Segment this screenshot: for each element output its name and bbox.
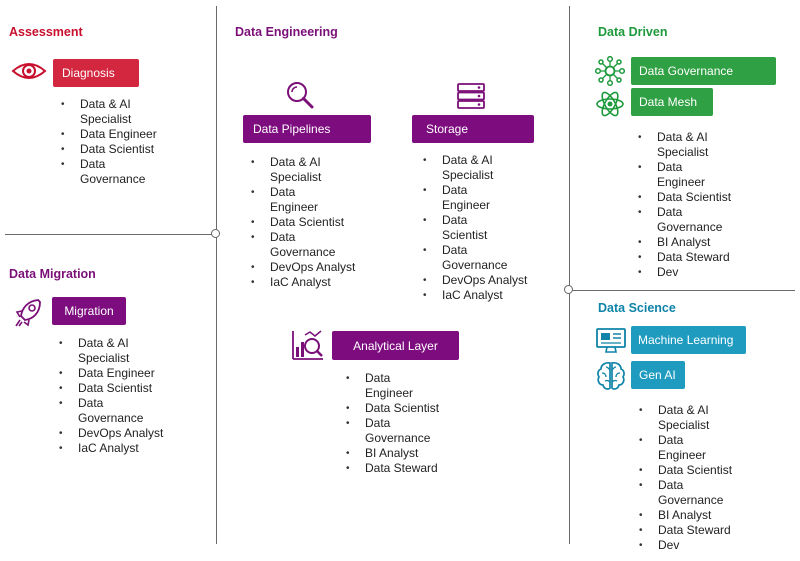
list-item: Data Engineer bbox=[639, 433, 728, 463]
list-item: Data Scientist bbox=[638, 190, 778, 205]
data-pipelines-button[interactable]: Data Pipelines bbox=[243, 115, 371, 143]
rocket-icon bbox=[15, 299, 41, 327]
atom-icon bbox=[596, 91, 624, 117]
list-item: Data & AI Specialist bbox=[423, 153, 517, 183]
data-engineering-heading: Data Engineering bbox=[235, 25, 338, 39]
list-item: Data Governance bbox=[346, 416, 455, 446]
list-item: BI Analyst bbox=[346, 446, 466, 461]
divider-right-horizontal bbox=[569, 290, 795, 291]
list-item: Data Scientist bbox=[251, 215, 371, 230]
magnifier-icon bbox=[287, 82, 314, 109]
list-item: Dev bbox=[638, 265, 778, 280]
list-item: Data Scientist bbox=[346, 401, 466, 416]
divider-node-right bbox=[564, 285, 573, 294]
eye-icon bbox=[11, 63, 47, 79]
list-item: Data Scientist bbox=[423, 213, 512, 243]
list-item: Data Steward bbox=[346, 461, 466, 476]
list-item: Data & AI Specialist bbox=[59, 336, 168, 366]
list-item: DevOps Analyst bbox=[251, 260, 371, 275]
list-item: Data Governance bbox=[59, 396, 158, 426]
data-science-roles: Data & AI Specialist Data Engineer Data … bbox=[639, 403, 779, 553]
list-item: Data Scientist bbox=[639, 463, 779, 478]
list-item: IaC Analyst bbox=[423, 288, 553, 303]
chart-magnifier-icon bbox=[292, 330, 323, 360]
divider-right bbox=[569, 6, 570, 544]
list-item: Data Governance bbox=[61, 157, 161, 187]
data-driven-roles: Data & AI Specialist Data Engineer Data … bbox=[638, 130, 778, 280]
data-science-heading: Data Science bbox=[598, 301, 676, 315]
data-governance-button[interactable]: Data Governance bbox=[631, 57, 776, 85]
list-item: Data Engineer bbox=[423, 183, 512, 213]
list-item: Data Scientist bbox=[61, 142, 161, 157]
list-item: Data & AI Specialist bbox=[639, 403, 738, 433]
list-item: DevOps Analyst bbox=[423, 273, 553, 288]
brain-icon bbox=[597, 361, 625, 390]
diagnosis-button[interactable]: Diagnosis bbox=[53, 59, 139, 87]
list-item: IaC Analyst bbox=[59, 441, 209, 456]
assessment-roles: Data & AI Specialist Data Engineer Data … bbox=[61, 97, 161, 187]
list-item: Data Governance bbox=[251, 230, 360, 260]
data-driven-heading: Data Driven bbox=[598, 25, 668, 39]
analytical-layer-button[interactable]: Analytical Layer bbox=[332, 331, 459, 360]
list-item: Data Steward bbox=[638, 250, 778, 265]
list-item: Data Governance bbox=[639, 478, 748, 508]
server-icon bbox=[457, 83, 485, 109]
assessment-heading: Assessment bbox=[9, 25, 83, 39]
list-item: Data Scientist bbox=[59, 381, 209, 396]
data-migration-roles: Data & AI Specialist Data Engineer Data … bbox=[59, 336, 209, 456]
list-item: Data Engineer bbox=[251, 185, 340, 215]
storage-roles: Data & AI Specialist Data Engineer Data … bbox=[423, 153, 553, 303]
list-item: IaC Analyst bbox=[251, 275, 371, 290]
divider-node-left bbox=[211, 229, 220, 238]
network-icon bbox=[595, 56, 625, 86]
divider-left-horizontal bbox=[5, 234, 216, 235]
data-pipelines-roles: Data & AI Specialist Data Engineer Data … bbox=[251, 155, 371, 290]
list-item: Data & AI Specialist bbox=[251, 155, 350, 185]
list-item: Data Steward bbox=[639, 523, 779, 538]
list-item: Data Engineer bbox=[59, 366, 158, 381]
list-item: Data & AI Specialist bbox=[61, 97, 161, 127]
machine-learning-button[interactable]: Machine Learning bbox=[631, 326, 746, 354]
list-item: DevOps Analyst bbox=[59, 426, 209, 441]
migration-button[interactable]: Migration bbox=[52, 297, 126, 325]
data-mesh-button[interactable]: Data Mesh bbox=[631, 88, 713, 116]
list-item: Data Engineer bbox=[638, 160, 727, 190]
list-item: Data Governance bbox=[423, 243, 532, 273]
gen-ai-button[interactable]: Gen AI bbox=[631, 361, 685, 389]
list-item: Data Engineer bbox=[61, 127, 161, 142]
monitor-icon bbox=[596, 328, 626, 353]
list-item: Dev bbox=[639, 538, 779, 553]
list-item: BI Analyst bbox=[639, 508, 779, 523]
list-item: BI Analyst bbox=[638, 235, 778, 250]
data-migration-heading: Data Migration bbox=[9, 267, 96, 281]
list-item: Data Engineer bbox=[346, 371, 435, 401]
divider-left bbox=[216, 6, 217, 544]
analytical-layer-roles: Data Engineer Data Scientist Data Govern… bbox=[346, 371, 466, 476]
list-item: Data & AI Specialist bbox=[638, 130, 737, 160]
list-item: Data Governance bbox=[638, 205, 747, 235]
storage-button[interactable]: Storage bbox=[412, 115, 534, 143]
